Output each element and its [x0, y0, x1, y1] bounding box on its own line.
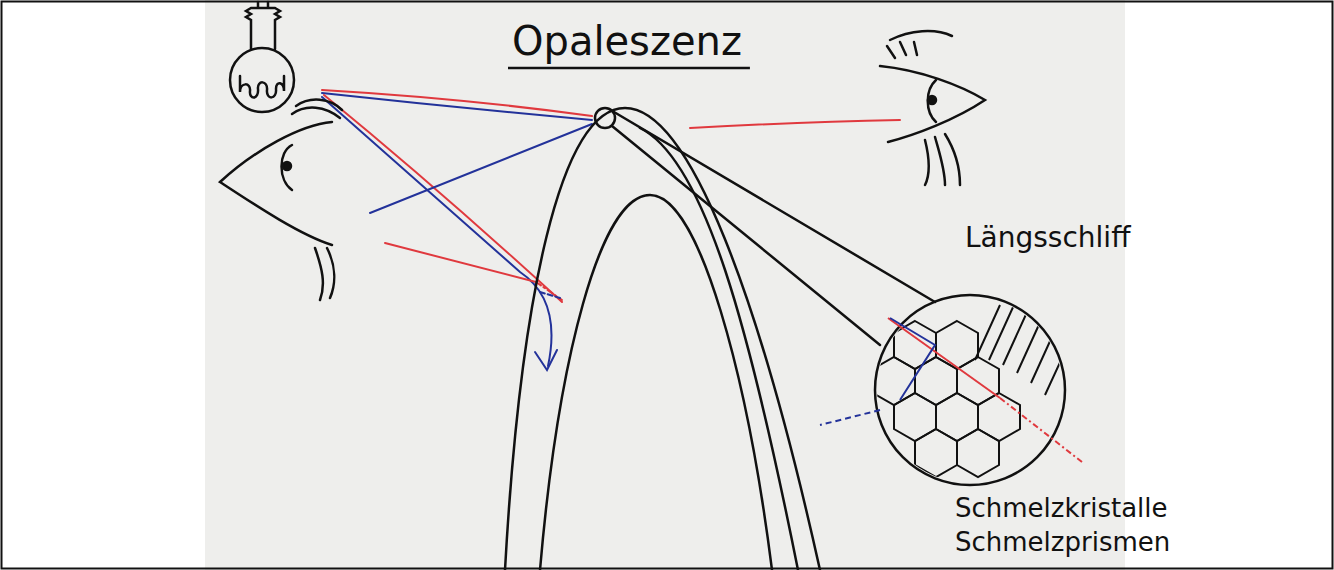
enamel-zoom: [820, 295, 1082, 485]
lamp-symbol: [230, 2, 294, 112]
right-eye: [880, 31, 985, 185]
title-underline: [508, 67, 750, 70]
left-eye: [220, 100, 342, 300]
tooth-outline: [505, 108, 935, 570]
paper-ground: [205, 0, 1125, 570]
part-label: Schmelzprismen: [955, 528, 1170, 558]
part-label: Längsschliff: [965, 222, 1130, 254]
diagram-title: Opaleszenz: [512, 18, 742, 64]
part-label: Schmelzkristalle: [955, 494, 1168, 524]
